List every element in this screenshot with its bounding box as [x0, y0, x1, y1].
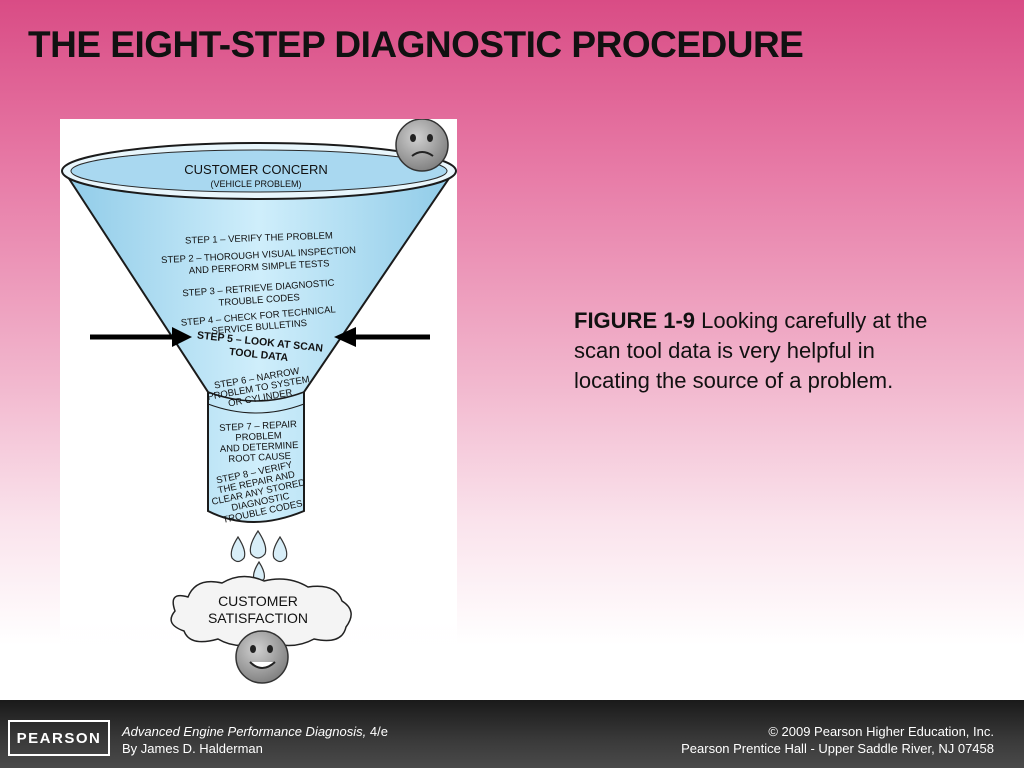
- step-1-line: STEP 1 – VERIFY THE PROBLEM: [185, 230, 333, 246]
- funnel-stem-ring: [207, 403, 305, 414]
- funnel-diagram-figure: CUSTOMER CONCERN (VEHICLE PROBLEM) STEP …: [60, 119, 457, 689]
- figure-number: FIGURE 1-9: [574, 308, 696, 333]
- funnel-diagram: CUSTOMER CONCERN (VEHICLE PROBLEM) STEP …: [61, 119, 457, 684]
- step-7-line: PROBLEM: [235, 430, 282, 443]
- funnel-liquid-surface: [70, 149, 448, 193]
- pearson-logo: PEARSON: [8, 720, 110, 756]
- book-author: By James D. Halderman: [122, 741, 263, 756]
- customer-concern-subtitle: (VEHICLE PROBLEM): [210, 179, 301, 189]
- step-7-line: ROOT CAUSE: [228, 451, 291, 465]
- liquid-drops: [230, 529, 288, 583]
- step-7-line: AND DETERMINE: [220, 440, 299, 455]
- step-7-line: STEP 7 – REPAIR: [219, 419, 297, 434]
- arrow-right-icon: [334, 327, 430, 347]
- customer-concern-title: CUSTOMER CONCERN: [184, 162, 328, 177]
- footer-book-info: Advanced Engine Performance Diagnosis, 4…: [122, 723, 388, 757]
- happy-face-icon: [235, 630, 289, 684]
- satisfaction-line-1: CUSTOMER: [218, 593, 298, 609]
- publisher-text: Pearson Prentice Hall - Upper Saddle Riv…: [681, 741, 994, 756]
- satisfaction-cloud: [170, 575, 352, 647]
- footer-copyright: © 2009 Pearson Higher Education, Inc. Pe…: [681, 723, 994, 757]
- sad-face-icon: [395, 119, 449, 172]
- funnel-neck-rim: [207, 391, 305, 402]
- slide-title: THE EIGHT-STEP DIAGNOSTIC PROCEDURE: [28, 24, 804, 65]
- arrow-left-icon: [90, 327, 192, 347]
- caption-text: Looking carefully at the scan tool data …: [574, 308, 928, 393]
- copyright-text: © 2009 Pearson Higher Education, Inc.: [768, 724, 994, 739]
- drop-icon: [272, 535, 288, 563]
- book-title: Advanced Engine Performance Diagnosis,: [122, 724, 367, 739]
- footer-bar: PEARSON Advanced Engine Performance Diag…: [0, 700, 1024, 768]
- drop-icon: [249, 529, 267, 559]
- book-edition: 4/e: [366, 724, 388, 739]
- figure-caption: FIGURE 1-9 Looking carefully at the scan…: [574, 306, 944, 396]
- satisfaction-line-2: SATISFACTION: [208, 610, 308, 626]
- step-1-label: STEP 1 – VERIFY THE PROBLEM: [185, 230, 333, 246]
- drop-icon: [230, 535, 246, 563]
- funnel-body: [62, 170, 456, 523]
